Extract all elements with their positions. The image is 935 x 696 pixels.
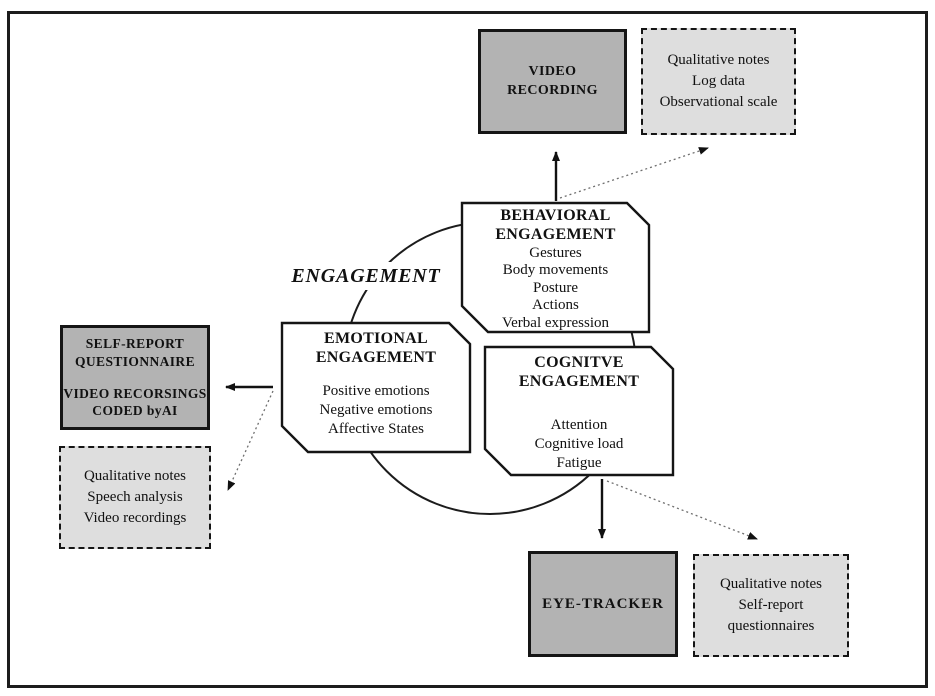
self-report-label-line: CODED byAI	[92, 403, 178, 419]
left-notes-box: Qualitative notes Speech analysis Video …	[59, 446, 211, 549]
eye-tracker-label: EYE-TRACKER	[542, 595, 664, 612]
note-line: Observational scale	[659, 94, 778, 111]
self-report-label-line: VIDEO RECORSINGS	[63, 385, 207, 401]
video-recording-label-line: RECORDING	[507, 82, 598, 98]
behavioral-engagement-text: BEHAVIORAL ENGAGEMENT Gestures Body move…	[462, 207, 649, 332]
note-line: Self-report	[738, 596, 804, 613]
behavioral-engagement-shape	[460, 201, 651, 334]
engagement-center-label: ENGAGEMENT	[288, 262, 444, 290]
eye-tracker-box: EYE-TRACKER	[528, 551, 678, 657]
note-line: Qualitative notes	[719, 575, 823, 592]
cognitive-title-line: ENGAGEMENT	[518, 372, 640, 390]
note-line: Qualitative notes	[667, 51, 770, 68]
cognitive-item: Cognitive load	[534, 435, 624, 452]
behavioral-item: Posture	[533, 279, 578, 296]
emotional-item: Positive emotions	[322, 382, 430, 399]
cognitive-engagement-shape	[483, 345, 675, 477]
emotional-title-line: EMOTIONAL	[323, 330, 429, 347]
dotted-arrow-cognitive-to-bottomright-notes	[606, 480, 758, 540]
self-report-label-line: QUESTIONNAIRE	[75, 353, 195, 369]
emotional-engagement-text: EMOTIONAL ENGAGEMENT Positive emotions N…	[282, 330, 470, 438]
behavioral-item: Gestures	[529, 244, 582, 261]
cognitive-item: Fatigue	[556, 454, 602, 471]
emotional-title-line: ENGAGEMENT	[315, 348, 437, 366]
behavioral-title-line: ENGAGEMENT	[495, 225, 616, 243]
note-line: Qualitative notes	[83, 467, 187, 484]
cognitive-engagement-text: COGNITVE ENGAGEMENT Attention Cognitive …	[485, 354, 673, 472]
outer-border	[7, 11, 928, 688]
emotional-item: Negative emotions	[319, 401, 433, 418]
behavioral-item: Actions	[532, 297, 579, 314]
emotional-engagement-shape	[280, 321, 472, 454]
self-report-label-line: SELF-REPORT	[85, 336, 185, 352]
video-recording-box: VIDEO RECORDING	[478, 29, 627, 134]
bottom-right-notes-box: Qualitative notes Self-report questionna…	[693, 554, 849, 657]
emotional-item: Affective States	[328, 420, 424, 437]
cognitive-item: Attention	[550, 416, 608, 433]
video-recording-label-line: VIDEO	[528, 63, 577, 79]
self-report-box: SELF-REPORT QUESTIONNAIRE VIDEO RECORSIN…	[60, 325, 210, 430]
note-line: Video recordings	[83, 510, 187, 527]
behavioral-title-line: BEHAVIORAL	[500, 207, 611, 224]
dotted-arrow-behavioral-to-topright-notes	[559, 147, 709, 199]
behavioral-item: Verbal expression	[501, 314, 610, 331]
note-line: Log data	[692, 72, 745, 89]
note-line: Speech analysis	[87, 488, 183, 505]
behavioral-item: Body movements	[502, 262, 609, 279]
note-line: questionnaires	[727, 618, 815, 635]
top-right-notes-box: Qualitative notes Log data Observational…	[641, 28, 796, 135]
dotted-arrow-emotional-to-left-notes	[227, 390, 274, 491]
cognitive-title-line: COGNITVE	[534, 354, 624, 371]
